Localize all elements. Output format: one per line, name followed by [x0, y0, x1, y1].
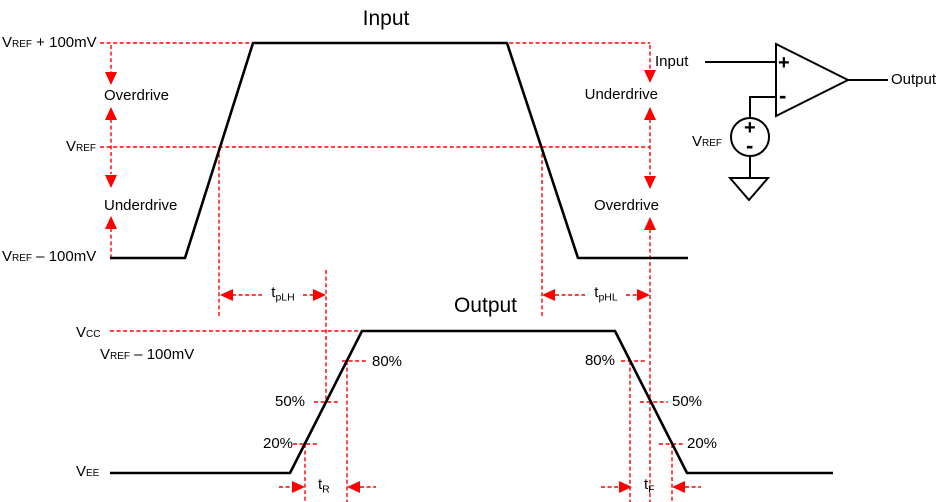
vref-plus-100mv-label: VREF + 100mV [2, 34, 97, 51]
down-arrowhead [644, 70, 656, 83]
vref-minus-100mv-label: VREF – 100mV [2, 248, 97, 265]
vcc-label: VCC [76, 324, 101, 341]
input-waveform-trace [110, 41, 688, 260]
output-waveform-trace [110, 329, 833, 475]
rise-20pct-label: 20% [263, 435, 294, 452]
tf-left-arrowhead [672, 481, 685, 493]
up-arrowhead [105, 216, 117, 229]
fall-50pct-label: 50% [672, 393, 703, 410]
circuit-input-label: Input [655, 53, 689, 70]
up-arrowhead [105, 107, 117, 120]
underdrive-right-label: Underdrive [584, 86, 658, 103]
tphl-left-arrowhead [542, 289, 555, 301]
source-plus-sign: + [744, 117, 756, 139]
output-waveform-title: Output [453, 294, 518, 317]
annotation-arrowheads [105, 70, 685, 493]
tphl-right-arrowhead [637, 289, 650, 301]
source-minus-sign: - [746, 133, 754, 158]
comparator-plus-sign: + [778, 52, 790, 74]
vref-label: VREF [66, 138, 97, 155]
up-arrowhead [644, 107, 656, 120]
down-arrowhead [105, 72, 117, 85]
annotation-dashed-lines [100, 42, 701, 502]
fall-20pct-label: 20% [687, 435, 718, 452]
circuit-output-label: Output [891, 71, 937, 88]
vee-label: VEE [76, 463, 100, 480]
tplh-label: tpLH [271, 284, 295, 304]
comparator-minus-sign: - [779, 83, 787, 108]
up-arrowhead [644, 217, 656, 230]
tplh-left-arrowhead [220, 289, 233, 301]
circuit-vref-label: VREF [692, 133, 723, 150]
tplh-right-arrowhead [313, 289, 326, 301]
rise-50pct-label: 50% [275, 393, 306, 410]
overdrive-left-label: Overdrive [104, 87, 170, 104]
rise-80pct-label: 80% [372, 353, 403, 370]
output-vref-minus-100mv-label: VREF – 100mV [100, 346, 195, 363]
tr-left-arrowhead [347, 481, 360, 493]
fall-time-label: tF [644, 476, 655, 496]
down-arrowhead [644, 176, 656, 189]
tr-right-arrowhead [292, 481, 305, 493]
ground-symbol [727, 177, 771, 202]
comparator-triangle [775, 42, 851, 118]
rise-time-label: tR [318, 476, 330, 496]
inverting-input-wire [749, 96, 776, 119]
tphl-label: tpHL [594, 284, 618, 304]
tf-right-arrowhead [619, 481, 632, 493]
input-waveform-title: Input [362, 7, 410, 30]
comparator-circuit [705, 42, 888, 202]
underdrive-left-label: Underdrive [104, 197, 178, 214]
down-arrowhead [105, 175, 117, 188]
fall-80pct-label: 80% [584, 352, 615, 369]
overdrive-right-label: Overdrive [593, 197, 659, 214]
